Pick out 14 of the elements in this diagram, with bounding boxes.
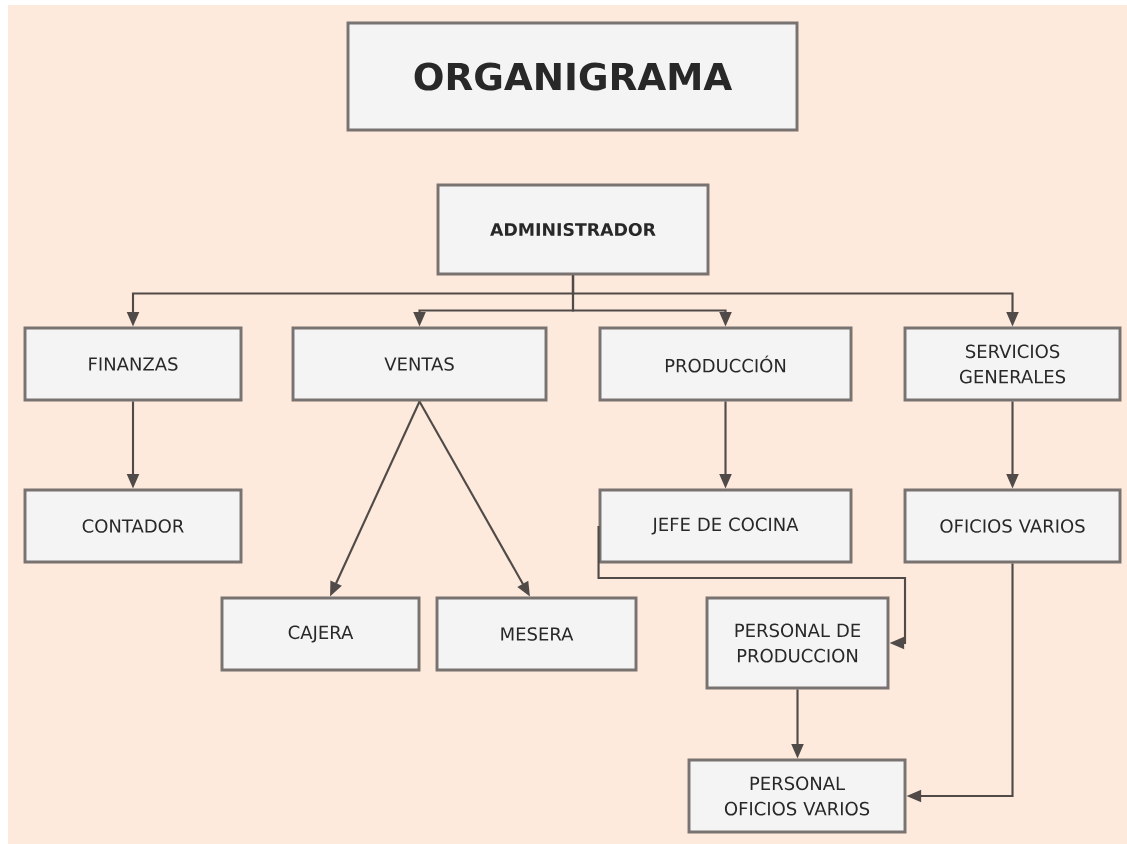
position-box: FINANZAS	[23, 326, 243, 402]
arrow	[597, 526, 907, 650]
title-box: ORGANIGRAMA	[346, 21, 799, 132]
position-box: ADMINISTRADOR	[436, 183, 710, 276]
position-box: PERSONAL DE PRODUCCION	[705, 596, 890, 690]
position-box: PERSONAL OFICIOS VARIOS	[687, 758, 907, 834]
position-box: VENTAS	[291, 326, 548, 402]
position-box: JEFE DE COCINA	[598, 488, 853, 564]
position-box: CONTADOR	[23, 488, 243, 564]
position-box: CAJERA	[220, 596, 421, 672]
position-box: OFICIOS VARIOS	[903, 488, 1122, 564]
position-box: PRODUCCIÓN	[598, 326, 853, 402]
position-box: MESERA	[435, 596, 638, 672]
position-box: SERVICIOS GENERALES	[903, 326, 1122, 402]
